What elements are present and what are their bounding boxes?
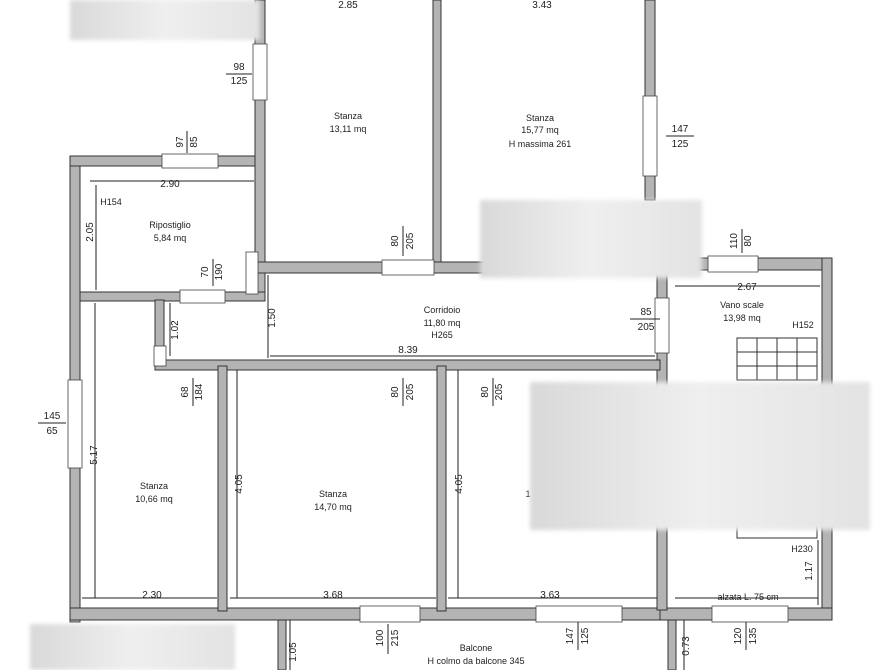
dimension-labels: 2.85 3.43 2.90 2.05 H154 8.39 1.50 1.02 … bbox=[85, 0, 815, 662]
room-name: Vano scale bbox=[720, 300, 764, 310]
window-w2 bbox=[161, 153, 219, 169]
dimension-label: 4.05 bbox=[234, 474, 245, 494]
door-d4 bbox=[153, 345, 167, 367]
dimension-label: 2.30 bbox=[142, 590, 162, 601]
opening-height: 215 bbox=[390, 629, 401, 646]
opening-width: 80 bbox=[390, 235, 401, 247]
window-w8 bbox=[711, 605, 789, 623]
opening-width: 110 bbox=[729, 233, 740, 249]
room-name: Stanza bbox=[334, 111, 362, 121]
dimension-lines bbox=[82, 180, 820, 670]
room-name: Ripostiglio bbox=[149, 220, 191, 230]
room-name: Stanza bbox=[526, 113, 554, 123]
window-w3 bbox=[642, 95, 658, 177]
door-d1 bbox=[381, 259, 435, 276]
window-w1 bbox=[252, 43, 268, 101]
opening-width: 68 bbox=[180, 386, 191, 398]
dimension-label: alzata L. 75 cm bbox=[717, 592, 778, 602]
redacted-region bbox=[530, 382, 870, 530]
dimension-label: 2.90 bbox=[160, 179, 180, 190]
opening-width: 120 bbox=[733, 627, 744, 644]
room-area: 15,77 mq bbox=[521, 125, 559, 135]
window-w7 bbox=[535, 605, 623, 623]
opening-width: 147 bbox=[672, 124, 689, 135]
dimension-label: 1.50 bbox=[267, 308, 278, 328]
opening-width: 85 bbox=[640, 307, 652, 318]
dimension-label: 3.43 bbox=[532, 0, 552, 11]
door-d3 bbox=[179, 289, 226, 304]
opening-width: 80 bbox=[480, 386, 491, 398]
dimension-label: 1.17 bbox=[804, 561, 815, 581]
dimension-label: 3.68 bbox=[323, 590, 343, 601]
opening-height: 85 bbox=[189, 136, 200, 148]
opening-width: 98 bbox=[233, 62, 245, 73]
wall-bot-2 bbox=[436, 365, 447, 612]
dimension-label: 3.63 bbox=[540, 590, 560, 601]
openings bbox=[67, 43, 789, 623]
room-note: H152 bbox=[792, 320, 814, 330]
redacted-region bbox=[30, 624, 235, 670]
wall-corridor-bottom bbox=[154, 359, 661, 371]
opening-height: 80 bbox=[743, 235, 754, 247]
opening-height: 205 bbox=[494, 383, 505, 400]
opening-height: 205 bbox=[405, 383, 416, 400]
opening-height: 125 bbox=[231, 76, 248, 87]
dimension-label: 0.73 bbox=[681, 636, 692, 656]
opening-height: 205 bbox=[638, 322, 655, 333]
opening-dimensions: 98 125 97 85 147 125 80 205 110 80 85 20… bbox=[38, 62, 759, 654]
wall-balc-left bbox=[277, 619, 287, 670]
room-note: H massima 261 bbox=[509, 139, 572, 149]
dimension-label: 2.67 bbox=[737, 282, 757, 293]
door-d2 bbox=[654, 297, 670, 354]
dimension-label: 1.05 bbox=[288, 642, 299, 662]
room-name: 1 bbox=[525, 489, 530, 499]
dimension-label: H230 bbox=[791, 544, 813, 554]
dimension-label: 5.17 bbox=[89, 445, 100, 465]
window-w4 bbox=[707, 255, 759, 273]
opening-width: 147 bbox=[565, 627, 576, 644]
room-area: 14,70 mq bbox=[314, 502, 352, 512]
opening-height: 184 bbox=[194, 383, 205, 400]
wall-balc-right bbox=[667, 619, 677, 670]
room-area: 13,11 mq bbox=[330, 124, 367, 134]
room-area: 13,98 mq bbox=[723, 313, 761, 323]
opening-height: 205 bbox=[405, 232, 416, 249]
opening-height: 135 bbox=[748, 627, 759, 644]
opening-width: 70 bbox=[200, 266, 211, 278]
dimension-label: 4.05 bbox=[454, 474, 465, 494]
opening-height: 125 bbox=[672, 139, 689, 150]
room-name: Stanza bbox=[319, 489, 347, 499]
room-area: 5,84 mq bbox=[154, 233, 187, 243]
room-name: Stanza bbox=[140, 481, 168, 491]
room-area: 11,80 mq bbox=[424, 318, 461, 328]
opening-width: 80 bbox=[390, 386, 401, 398]
opening-width: 97 bbox=[175, 136, 186, 148]
dimension-label: 8.39 bbox=[398, 345, 418, 356]
opening-width: 145 bbox=[44, 411, 61, 422]
window-w5 bbox=[245, 251, 259, 295]
opening-height: 65 bbox=[46, 426, 58, 437]
dimension-label: 2.05 bbox=[85, 222, 96, 242]
redacted-region bbox=[480, 200, 702, 278]
wall-bot-1 bbox=[217, 365, 228, 612]
dimension-label: 1.02 bbox=[170, 320, 181, 340]
opening-height: 190 bbox=[214, 263, 225, 280]
room-note: H265 bbox=[431, 330, 453, 340]
dimension-label: H154 bbox=[100, 197, 122, 207]
room-area: 10,66 mq bbox=[135, 494, 173, 504]
door-d6 bbox=[359, 605, 421, 623]
opening-height: 125 bbox=[580, 627, 591, 644]
room-note: H colmo da balcone 345 bbox=[427, 656, 524, 666]
wall-top-mid bbox=[432, 0, 442, 266]
room-labels: Stanza 13,11 mq Stanza 15,77 mq H massim… bbox=[135, 111, 814, 666]
wall-rip-bottom bbox=[79, 291, 266, 302]
redacted-region bbox=[70, 0, 260, 40]
room-name: Corridoio bbox=[424, 305, 461, 315]
window-w6 bbox=[67, 379, 83, 469]
room-name: Balcone bbox=[460, 643, 493, 653]
dimension-label: 2.85 bbox=[338, 0, 358, 11]
opening-width: 100 bbox=[375, 629, 386, 646]
